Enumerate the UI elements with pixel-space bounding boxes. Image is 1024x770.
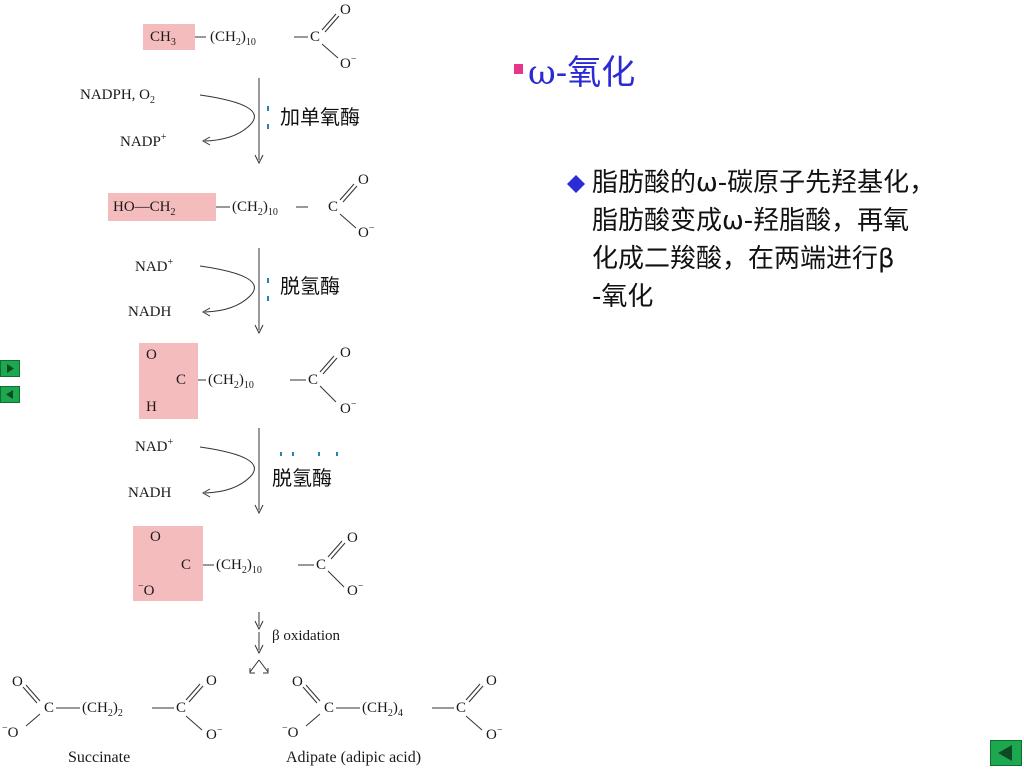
bullet-line: -氧化 (592, 282, 654, 312)
succinate-oxygen-minus-right: O− (206, 725, 223, 743)
succinate-carbon-left: C (44, 700, 55, 716)
succinate-chain: (CH2)2 (82, 700, 123, 719)
mol3-chain: (CH2)10 (208, 372, 254, 391)
mol1-oxygen-double: O (340, 2, 351, 18)
play-back-icon (6, 390, 13, 399)
bullet-line: 脂肪酸的ω-碳原子先羟基化， (592, 168, 936, 198)
step3-enzyme-label: 脱氢酶 (272, 466, 332, 490)
succinate-oxygen-minus-left: −O (2, 723, 19, 741)
beta-oxidation-label: β oxidation (272, 628, 341, 644)
bullet-text: 脂肪酸的ω-碳原子先羟基化， 脂肪酸变成ω-羟脂酸，再氧 化成二羧酸，在两端进行… (592, 164, 1022, 316)
slide-title: ω-氧化 (528, 53, 636, 93)
play-forward-icon (7, 364, 14, 373)
mol2-chain: (CH2)10 (232, 199, 278, 218)
highlight-box (143, 24, 195, 50)
succinate-oxygen-double-left: O (12, 674, 23, 690)
adipate-oxygen-minus-left: −O (282, 723, 299, 741)
adipate-chain: (CH2)4 (362, 700, 403, 719)
step1-cofactor-in: NADPH, O2 (80, 87, 156, 106)
title-marker (514, 64, 523, 74)
mol3-hydrogen: H (146, 399, 157, 415)
adipate-carbon-right: C (456, 700, 467, 716)
nav-forward-button[interactable] (0, 360, 20, 377)
step2-cofactor-in: NAD+ (135, 257, 174, 275)
step3-cofactor-out: NADH (128, 485, 172, 501)
highlight-box (139, 343, 198, 419)
pathway-lines (22, 13, 484, 731)
mol2-oxygen-minus: O− (358, 223, 375, 241)
mol4-carbon-right: C (316, 557, 327, 573)
mol3-oxygen-minus: O− (340, 399, 357, 417)
mol4-oxygen-minus-left: −O (138, 581, 155, 599)
highlight-box (108, 193, 216, 221)
highlight-box (133, 526, 203, 601)
mol1-carbon: C (310, 29, 321, 45)
mol1-methyl: CH3 (150, 29, 176, 48)
mol3-oxygen-aldehyde: O (146, 347, 157, 363)
mol2-oxygen-double: O (358, 172, 369, 188)
mol1-chain: (CH2)10 (210, 29, 256, 48)
mol3-carbon: C (308, 372, 319, 388)
adipate-oxygen-double-right: O (486, 673, 497, 689)
step1-cofactor-out: NADP+ (120, 132, 167, 150)
succinate-label: Succinate (68, 749, 131, 766)
step3-cofactor-in: NAD+ (135, 437, 174, 455)
bullet-diamond-icon (566, 174, 585, 193)
mol2-carbon: C (328, 199, 339, 215)
adipate-carbon-left: C (324, 700, 335, 716)
mol4-chain: (CH2)10 (216, 557, 262, 576)
step2-enzyme-label: 脱氢酶 (280, 274, 340, 298)
mol4-carbon-left: C (181, 557, 192, 573)
mol1-oxygen-minus: O− (340, 54, 357, 72)
nav-return-button[interactable] (990, 740, 1022, 766)
nav-back-button[interactable] (0, 386, 20, 403)
mol3-carbon-aldehyde: C (176, 372, 187, 388)
return-icon (998, 745, 1012, 761)
bullet-line: 化成二羧酸，在两端进行β (592, 244, 895, 274)
mol4-oxygen-double-left: O (150, 529, 161, 545)
mol3-oxygen-double: O (340, 345, 351, 361)
mol4-oxygen-double-right: O (347, 530, 358, 546)
succinate-carbon-right: C (176, 700, 187, 716)
step2-cofactor-out: NADH (128, 304, 172, 320)
mol4-oxygen-minus-right: O− (347, 581, 364, 599)
succinate-oxygen-double-right: O (206, 673, 217, 689)
adipate-oxygen-minus-right: O− (486, 725, 503, 743)
step1-enzyme-label: 加单氧酶 (280, 105, 360, 129)
bullet-line: 脂肪酸变成ω-羟脂酸，再氧 (592, 206, 910, 236)
adipate-oxygen-double-left: O (292, 674, 303, 690)
adipate-label: Adipate (adipic acid) (286, 749, 422, 766)
mol2-hydroxymethyl: HO—CH2 (113, 199, 176, 218)
